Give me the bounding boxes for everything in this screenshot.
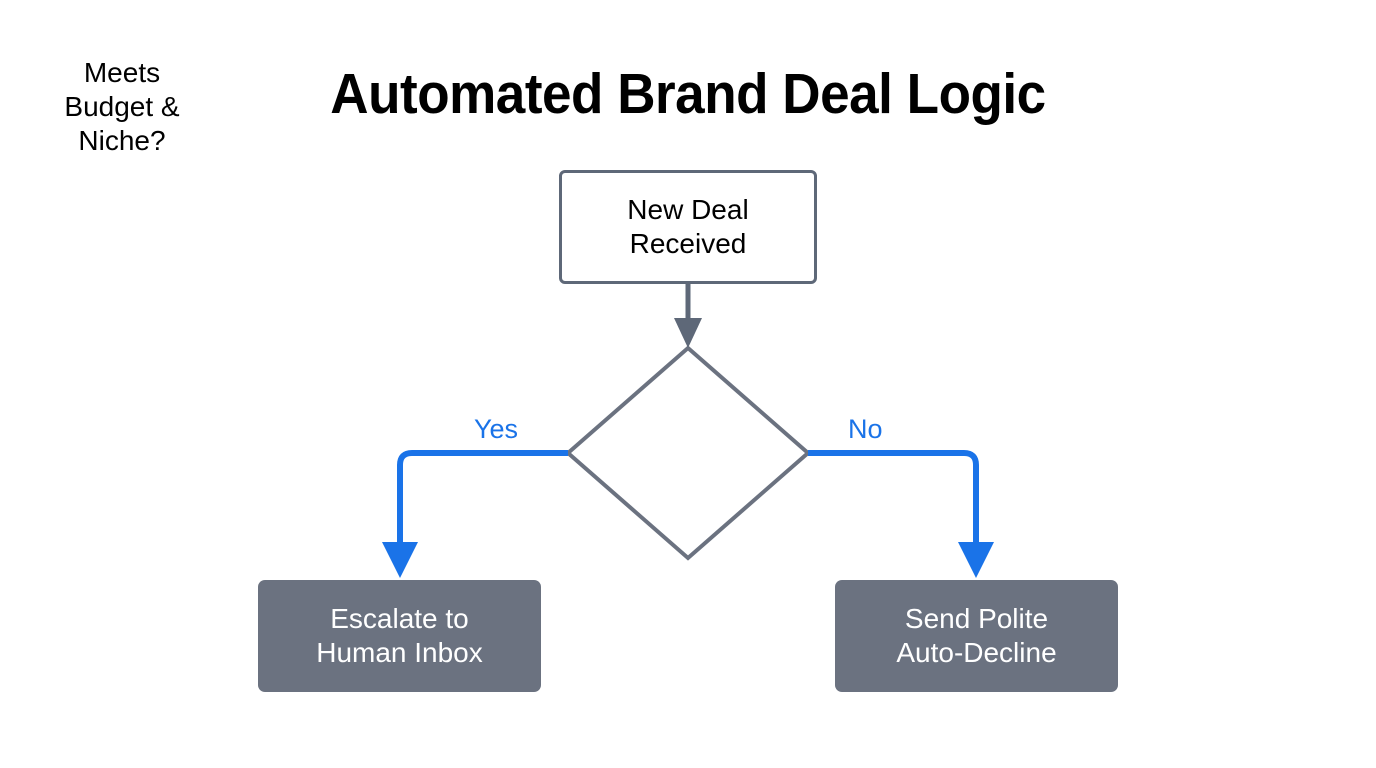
edge-decision-yes bbox=[382, 450, 568, 578]
node-meets-budget-niche-label: Meets Budget & Niche? bbox=[64, 56, 180, 157]
node-meets-budget-niche[interactable]: Meets Budget & Niche? bbox=[0, 0, 244, 214]
edge-label-yes: Yes bbox=[474, 414, 519, 444]
node-escalate-to-human-inbox[interactable]: Escalate to Human Inbox bbox=[258, 580, 541, 692]
edge-decision-no bbox=[808, 450, 994, 578]
decision-diamond-shape bbox=[564, 345, 812, 561]
node-new-deal-received[interactable]: New Deal Received bbox=[559, 170, 817, 284]
edge-label-no: No bbox=[848, 414, 883, 444]
edge-start-to-decision bbox=[674, 284, 702, 348]
page-title: Automated Brand Deal Logic bbox=[330, 62, 1046, 126]
node-send-polite-auto-decline[interactable]: Send Polite Auto-Decline bbox=[835, 580, 1118, 692]
